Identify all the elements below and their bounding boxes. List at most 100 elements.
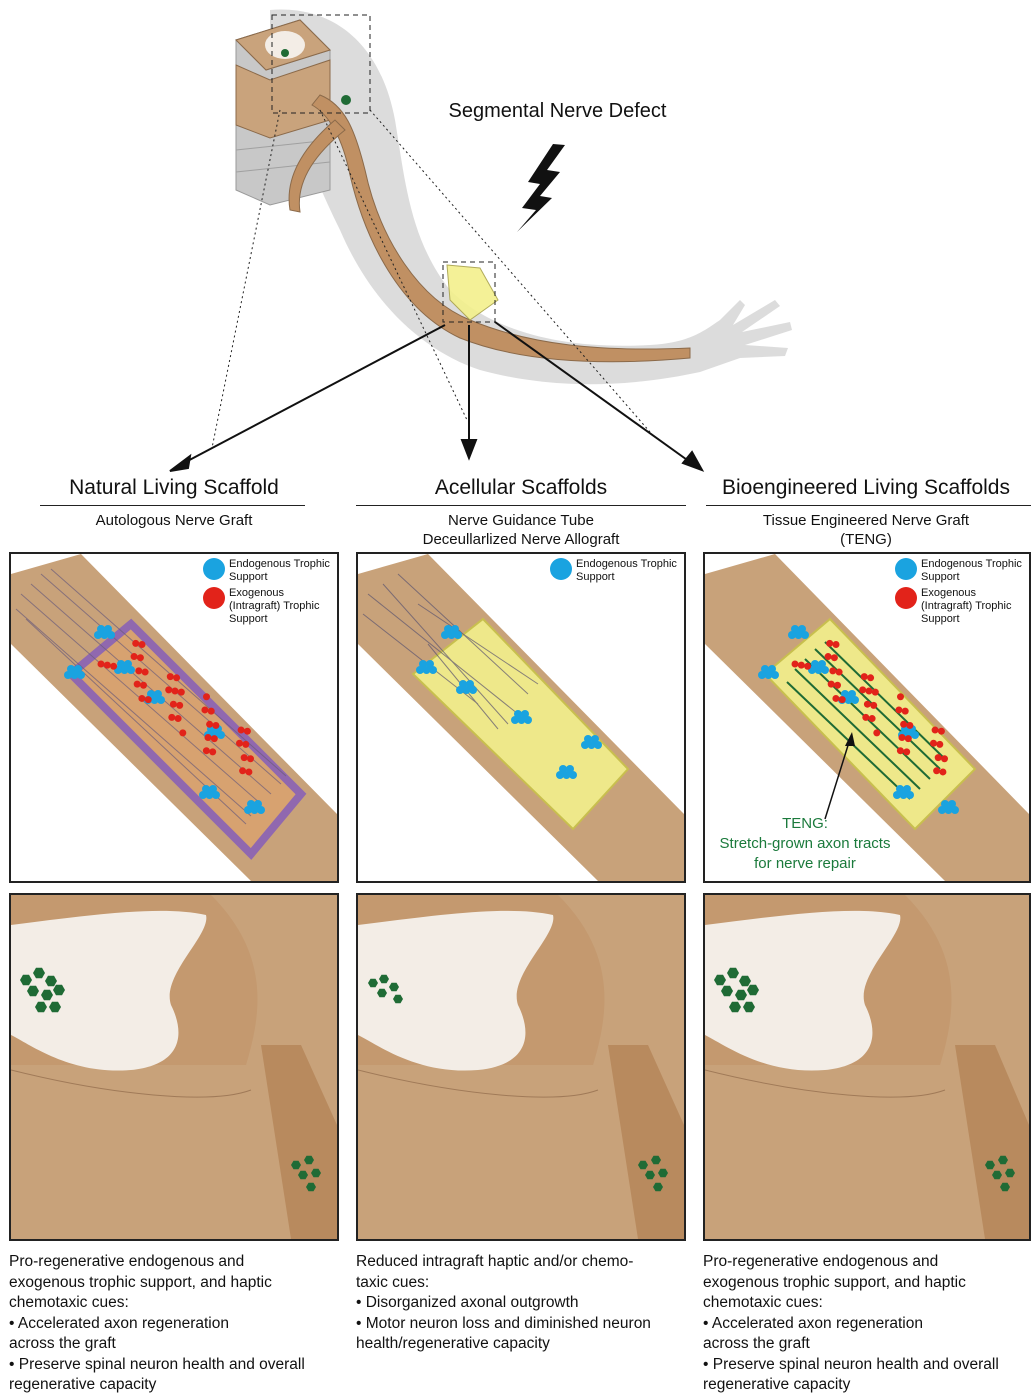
endogenous-support-dot bbox=[212, 791, 220, 799]
endogenous-support-dot bbox=[441, 631, 449, 639]
exogenous-support-dot bbox=[900, 721, 907, 728]
exogenous-support-dot bbox=[834, 682, 841, 689]
exogenous-support-dot bbox=[905, 735, 912, 742]
exogenous-support-dot bbox=[899, 734, 906, 741]
exogenous-support-dot bbox=[792, 661, 799, 668]
endogenous-support-dot bbox=[951, 806, 959, 814]
exogenous-support-dot bbox=[861, 673, 868, 680]
exogenous-support-dot bbox=[873, 729, 880, 736]
legend: Endogenous Trophic Support Exogenous (In… bbox=[895, 558, 1025, 629]
endogenous-support-dot bbox=[244, 806, 252, 814]
exogenous-support-dot bbox=[206, 721, 213, 728]
exogenous-support-dot bbox=[872, 689, 879, 696]
exogenous-support-dot bbox=[110, 663, 117, 670]
spinal-panel-teng bbox=[703, 893, 1031, 1241]
exogenous-support-dot bbox=[139, 641, 146, 648]
exogenous-support-dot bbox=[906, 722, 913, 729]
exogenous-support-dot bbox=[935, 754, 942, 761]
exogenous-support-dot bbox=[244, 728, 251, 735]
exogenous-support-dot bbox=[205, 734, 212, 741]
exogenous-support-dot bbox=[245, 768, 252, 775]
spinal-cord-illustration bbox=[358, 895, 684, 1239]
spinal-cord-illustration bbox=[705, 895, 1029, 1239]
exogenous-support-dot bbox=[247, 755, 254, 762]
exogenous-support-dot bbox=[897, 747, 904, 754]
endogenous-dot-icon bbox=[550, 558, 572, 580]
exogenous-support-dot bbox=[939, 768, 946, 775]
exogenous-support-dot bbox=[828, 681, 835, 688]
exogenous-support-dot bbox=[903, 748, 910, 755]
exogenous-support-dot bbox=[932, 727, 939, 734]
description-acellular: Reduced intragraft haptic and/or chemo- … bbox=[356, 1252, 686, 1355]
arm-nerve-illustration bbox=[0, 0, 1031, 480]
column-divider bbox=[706, 505, 1031, 506]
spinal-panel-autologous bbox=[9, 893, 339, 1241]
column-heading-natural: Natural Living Scaffold bbox=[9, 476, 339, 500]
legend-label: Endogenous Trophic Support bbox=[921, 558, 1025, 584]
exogenous-support-dot bbox=[176, 702, 183, 709]
legend: Endogenous Trophic Support Exogenous (In… bbox=[203, 558, 333, 629]
exogenous-support-dot bbox=[829, 667, 836, 674]
column-divider bbox=[40, 505, 305, 506]
exogenous-dot-icon bbox=[203, 587, 225, 609]
exogenous-support-dot bbox=[897, 693, 904, 700]
exogenous-dot-icon bbox=[895, 587, 917, 609]
graft-panel-autologous: Endogenous Trophic Support Exogenous (In… bbox=[9, 552, 339, 883]
exogenous-support-dot bbox=[895, 706, 902, 713]
endogenous-support-dot bbox=[524, 716, 532, 724]
endogenous-support-dot bbox=[94, 631, 102, 639]
exogenous-support-dot bbox=[864, 701, 871, 708]
exogenous-support-dot bbox=[137, 654, 144, 661]
description-text: Pro-regenerative endogenous and exogenou… bbox=[703, 1252, 1031, 1396]
exogenous-support-dot bbox=[832, 695, 839, 702]
exogenous-support-dot bbox=[201, 706, 208, 713]
exogenous-support-dot bbox=[941, 755, 948, 762]
exogenous-support-dot bbox=[179, 729, 186, 736]
endogenous-support-dot bbox=[556, 771, 564, 779]
exogenous-support-dot bbox=[831, 654, 838, 661]
exogenous-support-dot bbox=[203, 693, 210, 700]
exogenous-support-dot bbox=[165, 686, 172, 693]
exogenous-support-dot bbox=[175, 715, 182, 722]
acellular-graft-illustration bbox=[358, 554, 684, 881]
exogenous-support-dot bbox=[862, 714, 869, 721]
exogenous-support-dot bbox=[859, 686, 866, 693]
endogenous-dot-icon bbox=[203, 558, 225, 580]
description-text: Reduced intragraft haptic and/or chemo- … bbox=[356, 1252, 686, 1355]
endogenous-support-dot bbox=[416, 666, 424, 674]
exogenous-support-dot bbox=[178, 689, 185, 696]
exogenous-support-dot bbox=[104, 662, 111, 669]
legend-label: Exogenous (Intragraft) Trophic Support bbox=[921, 587, 1025, 626]
description-natural: Pro-regenerative endogenous and exogenou… bbox=[9, 1252, 339, 1396]
endogenous-support-dot bbox=[851, 696, 859, 704]
exogenous-support-dot bbox=[869, 715, 876, 722]
exogenous-support-dot bbox=[140, 682, 147, 689]
exogenous-support-dot bbox=[131, 653, 138, 660]
exogenous-support-dot bbox=[825, 653, 832, 660]
exogenous-support-dot bbox=[203, 747, 210, 754]
exogenous-support-dot bbox=[870, 702, 877, 709]
endogenous-support-dot bbox=[107, 631, 115, 639]
exogenous-support-dot bbox=[836, 669, 843, 676]
endogenous-support-dot bbox=[801, 631, 809, 639]
endogenous-support-dot bbox=[758, 671, 766, 679]
exogenous-support-dot bbox=[142, 669, 149, 676]
column-subtitle-natural: Autologous Nerve Graft bbox=[9, 511, 339, 530]
exogenous-support-dot bbox=[866, 688, 873, 695]
endogenous-support-dot bbox=[511, 716, 519, 724]
legend-label: Endogenous Trophic Support bbox=[229, 558, 333, 584]
endogenous-support-dot bbox=[911, 731, 919, 739]
exogenous-support-dot bbox=[242, 741, 249, 748]
exogenous-support-dot bbox=[170, 701, 177, 708]
exogenous-support-dot bbox=[930, 740, 937, 747]
exogenous-support-dot bbox=[209, 748, 216, 755]
exogenous-support-dot bbox=[902, 708, 909, 715]
exogenous-support-dot bbox=[145, 696, 152, 703]
endogenous-support-dot bbox=[938, 806, 946, 814]
exogenous-support-dot bbox=[98, 661, 105, 668]
column-subtitle-acellular: Nerve Guidance Tube Deceullarlized Nerve… bbox=[356, 511, 686, 549]
exogenous-support-dot bbox=[173, 674, 180, 681]
exogenous-support-dot bbox=[132, 640, 139, 647]
exogenous-support-dot bbox=[168, 714, 175, 721]
lightning-icon bbox=[517, 144, 565, 232]
